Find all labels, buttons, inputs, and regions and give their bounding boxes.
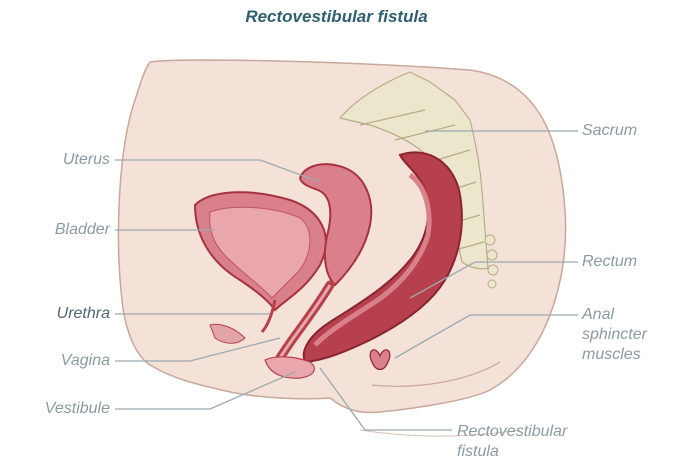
- label-rectum: Rectum: [582, 252, 637, 272]
- label-bladder: Bladder: [30, 220, 110, 240]
- label-sacrum: Sacrum: [582, 121, 637, 141]
- label-anal-sphincter: Anal sphincter muscles: [582, 305, 647, 365]
- label-fistula-line1: Rectovestibular: [457, 422, 567, 442]
- label-vestibule: Vestibule: [10, 399, 110, 419]
- label-vagina: Vagina: [30, 351, 110, 371]
- label-rectovestibular-fistula: Rectovestibular fistula: [457, 422, 567, 462]
- label-anal-line2: sphincter: [582, 325, 647, 345]
- label-anal-line3: muscles: [582, 345, 647, 365]
- label-anal-line1: Anal: [582, 305, 647, 325]
- label-urethra: Urethra: [30, 304, 110, 324]
- label-uterus: Uterus: [40, 150, 110, 170]
- label-fistula-line2: fistula: [457, 442, 567, 462]
